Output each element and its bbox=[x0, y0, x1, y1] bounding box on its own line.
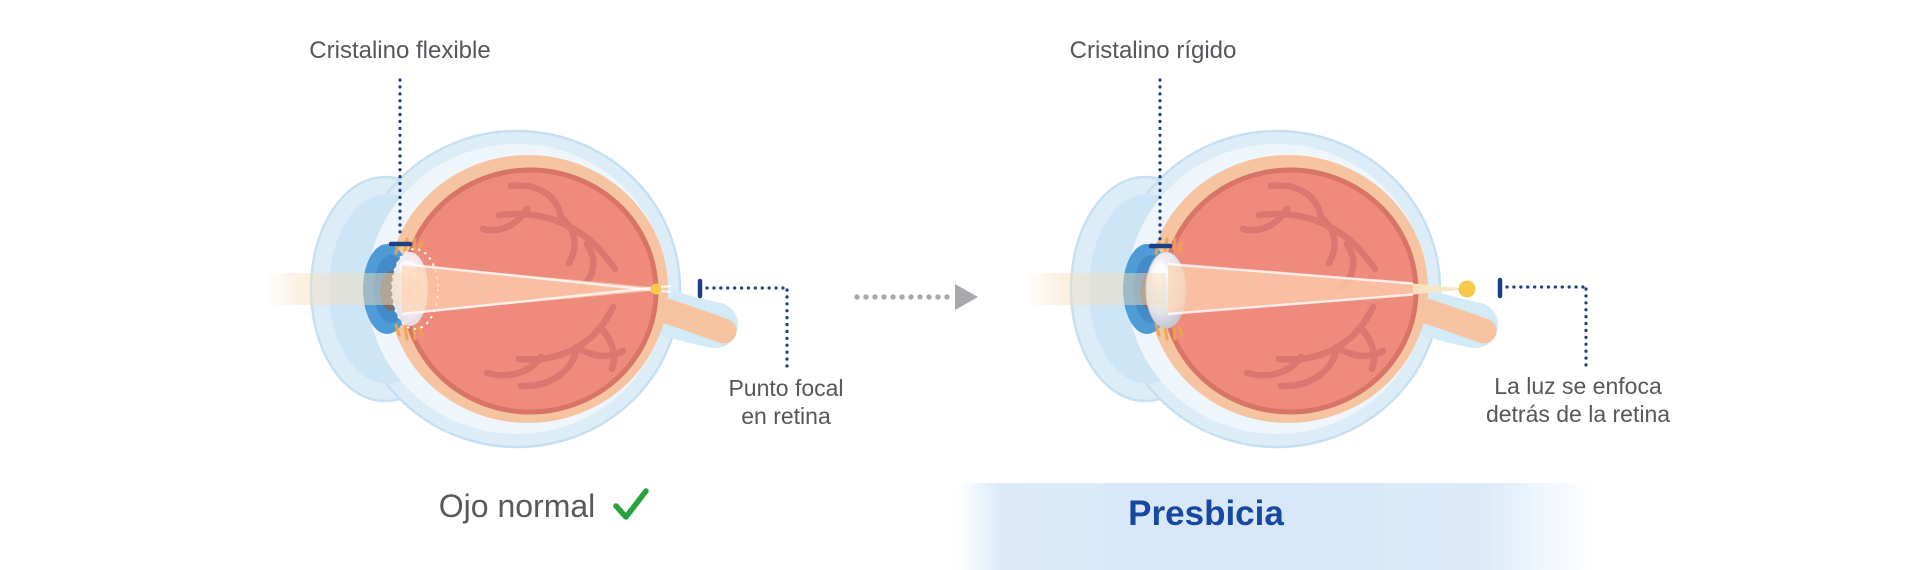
focal-point-label-right-line2: detrás de la retina bbox=[1485, 401, 1671, 428]
focal-point-label-right: La luz se enfoca detrás de la retina bbox=[1403, 372, 1753, 428]
transition-arrow-icon bbox=[854, 284, 978, 310]
checkmark-icon bbox=[611, 486, 651, 530]
presbicia-banner bbox=[956, 483, 1596, 570]
focal-point-label-left-line1: Punto focal bbox=[728, 375, 844, 401]
focal-point-behind-retina bbox=[1458, 280, 1476, 298]
normal-eye-caption-text: Ojo normal bbox=[438, 487, 596, 524]
light-beam-right bbox=[1022, 262, 1476, 316]
focal-point-label-left-line2: en retina bbox=[741, 403, 831, 430]
focal-point-on-retina bbox=[650, 283, 662, 295]
leader-line-lens-right bbox=[1148, 78, 1173, 249]
presbicia-caption: Presbicia bbox=[1128, 494, 1284, 533]
leader-line-lens-left bbox=[388, 78, 413, 247]
flexible-lens-label: Cristalino flexible bbox=[309, 37, 491, 64]
leader-line-focal-left bbox=[697, 278, 790, 374]
leader-line-focal-right bbox=[1497, 277, 1590, 370]
focal-point-label-right-line1: La luz se enfoca bbox=[1494, 373, 1662, 399]
rigid-lens-label: Cristalino rígido bbox=[1069, 37, 1237, 64]
light-beam-left bbox=[262, 262, 672, 316]
focal-point-label-left: Punto focal en retina bbox=[636, 374, 936, 430]
normal-eye-caption: Ojo normal bbox=[330, 484, 760, 528]
